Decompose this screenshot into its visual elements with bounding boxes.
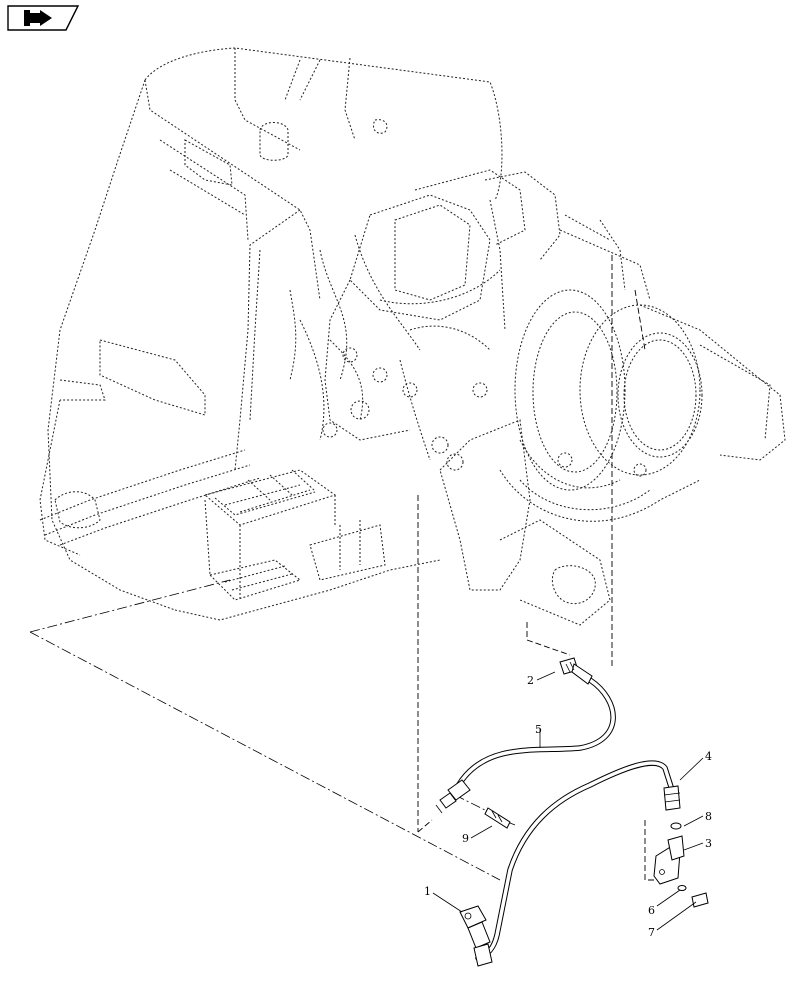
- hose-assembly-5: [449, 677, 616, 798]
- valve-fitting-1: [459, 905, 493, 967]
- washer-6: [677, 885, 687, 891]
- callout-labels: 1 2 3 4 5 6 7 8 9: [424, 674, 712, 939]
- bolt-7: [691, 892, 709, 908]
- callout-4: 4: [705, 750, 712, 763]
- callout-8: 8: [705, 810, 712, 823]
- machine-frame-ghost: [39, 47, 786, 626]
- hose-end-fitting: [435, 779, 471, 814]
- fitting-2: [559, 657, 593, 685]
- hose-clip-9: [484, 807, 511, 829]
- hose-assembly-4: [475, 760, 675, 961]
- callout-2: 2: [527, 674, 534, 687]
- hose-end-fitting-4: [663, 785, 681, 811]
- callout-9: 9: [462, 832, 469, 845]
- callout-7: 7: [648, 926, 655, 939]
- bracket-3: [653, 835, 685, 885]
- reference-lines: [29, 255, 658, 881]
- callout-leaders: [432, 671, 704, 931]
- callout-6: 6: [648, 904, 655, 917]
- callout-3: 3: [705, 837, 712, 850]
- callout-1: 1: [424, 885, 431, 898]
- next-page-arrow-icon[interactable]: [7, 5, 80, 31]
- callout-5: 5: [535, 723, 542, 736]
- o-ring-8: [670, 822, 682, 830]
